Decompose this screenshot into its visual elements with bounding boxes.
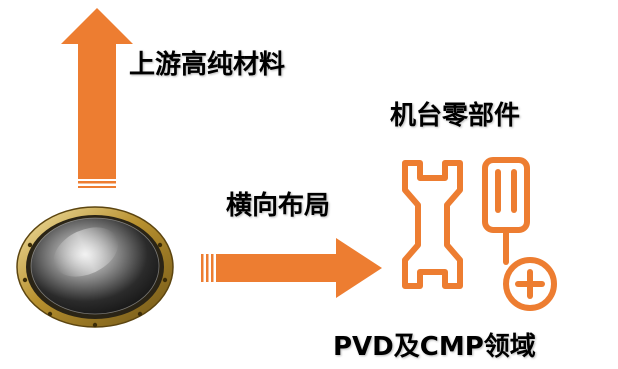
sputtering-target-icon xyxy=(16,206,174,328)
right-arrow xyxy=(201,238,382,298)
wrench-icon xyxy=(402,160,463,289)
equipment-parts-label: 机台零部件 xyxy=(390,101,521,131)
horizontal-layout-label: 横向布局 xyxy=(226,191,331,221)
upstream-materials-label: 上游高纯材料 xyxy=(129,50,286,80)
up-arrow xyxy=(61,8,133,188)
pvd-cmp-domain-label: PVD及CMP领域 xyxy=(333,332,536,362)
screwdriver-icon xyxy=(482,157,530,265)
plus-icon xyxy=(503,257,557,311)
